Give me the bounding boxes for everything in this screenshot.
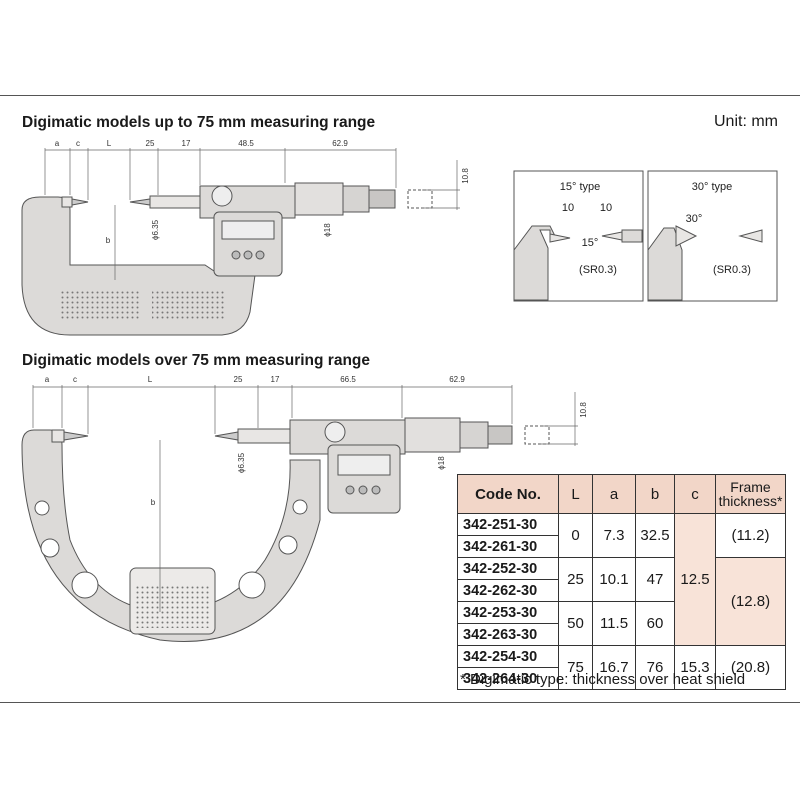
bottom-dim-10-8: 10.8 (579, 402, 588, 418)
code-cell: 342-253-30 (457, 601, 559, 624)
a-cell: 10.1 (592, 557, 636, 602)
top-dim-L: L (107, 139, 112, 148)
tip30-title: 30° type (692, 181, 732, 193)
bottom-dim-phi635: ϕ6.35 (237, 452, 246, 473)
top-dim-phi635: ϕ6.35 (151, 219, 160, 240)
table-row: 342-251-30 0 7.3 32.5 12.5 (11.2) (457, 513, 786, 646)
L-cell: 75 (558, 645, 593, 690)
tip15-dim2: 10 (600, 202, 612, 214)
bottom-dim-b: b (151, 498, 156, 507)
tip-detail-30 (647, 170, 778, 302)
tip15-angle: 15° (582, 237, 599, 249)
top-dim-10-8: 10.8 (461, 168, 470, 184)
b-cell: 32.5 (635, 513, 675, 558)
bottom-dim-66-5: 66.5 (340, 375, 356, 384)
b-cell: 47 (635, 557, 675, 602)
code-cell: 342-252-30 (457, 557, 559, 580)
code-cell: 342-262-30 (457, 579, 559, 602)
heading-over-75: Digimatic models over 75 mm measuring ra… (22, 352, 371, 369)
top-micrometer (21, 182, 433, 336)
header-code: Code No. (457, 474, 559, 514)
code-cell: 342-263-30 (457, 623, 559, 646)
header-L: L (558, 474, 593, 514)
top-dim-62-9: 62.9 (332, 139, 348, 148)
tip15-title: 15° type (560, 181, 600, 193)
bottom-dimensions (32, 385, 578, 612)
header-c: c (674, 474, 716, 514)
footnote: * Digimatic type: thickness over heat sh… (460, 671, 746, 688)
bottom-dim-phi18: ϕ18 (437, 456, 446, 470)
top-dim-a: a (55, 139, 60, 148)
top-dim-17: 17 (182, 139, 191, 148)
header-a: a (592, 474, 636, 514)
code-cell: 342-261-30 (457, 535, 559, 558)
tip30-angle: 30° (686, 213, 703, 225)
frame-cell: (20.8) (715, 645, 786, 690)
drawing-frame (0, 95, 800, 703)
bottom-dim-17: 17 (271, 375, 280, 384)
table-row: 342-252-30 25 10.1 47 (12.8) (457, 557, 786, 646)
top-dim-phi18: ϕ18 (323, 223, 332, 237)
top-dim-b: b (106, 236, 111, 245)
bottom-dim-62-9: 62.9 (449, 375, 465, 384)
table-row: 342-264-30 (457, 667, 786, 690)
code-cell: 342-251-30 (457, 513, 559, 536)
top-grip-left (60, 290, 140, 320)
top-dim-48-5: 48.5 (238, 139, 254, 148)
code-cell: 342-254-30 (457, 645, 559, 668)
table-row: 342-254-30 75 16.7 76 15.3 (20.8) (457, 645, 786, 690)
top-dim-25: 25 (146, 139, 155, 148)
tip30-radius: (SR0.3) (713, 264, 751, 276)
L-cell: 0 (558, 513, 593, 558)
bottom-micrometer (21, 417, 550, 642)
b-cell: 60 (635, 601, 675, 646)
code-cell: 342-264-30 (457, 667, 559, 690)
top-grip-right (152, 290, 224, 320)
frame-cell: (12.8) (715, 557, 786, 646)
tip15-dim1: 10 (562, 202, 574, 214)
bottom-dim-25: 25 (234, 375, 243, 384)
b-cell: 76 (635, 645, 675, 690)
top-dimensions (44, 148, 460, 280)
a-cell: 7.3 (592, 513, 636, 558)
frame-cell: (11.2) (715, 513, 786, 558)
L-cell: 50 (558, 601, 593, 646)
bottom-dim-a: a (45, 375, 50, 384)
L-cell: 25 (558, 557, 593, 602)
unit-label: Unit: mm (714, 113, 778, 130)
a-cell: 11.5 (592, 601, 636, 646)
tip15-radius: (SR0.3) (579, 264, 617, 276)
tip-detail-15 (513, 170, 644, 302)
bottom-dim-c: c (73, 375, 77, 384)
heading-upto-75: Digimatic models up to 75 mm measuring r… (22, 114, 376, 131)
top-dim-c: c (76, 139, 80, 148)
header-b: b (635, 474, 675, 514)
table-row: 342-261-30 (457, 535, 786, 558)
c-cell: 15.3 (674, 645, 716, 690)
bottom-dim-L: L (148, 375, 153, 384)
c-cell: 12.5 (674, 513, 716, 646)
a-cell: 16.7 (592, 645, 636, 690)
bottom-grip (135, 584, 209, 628)
